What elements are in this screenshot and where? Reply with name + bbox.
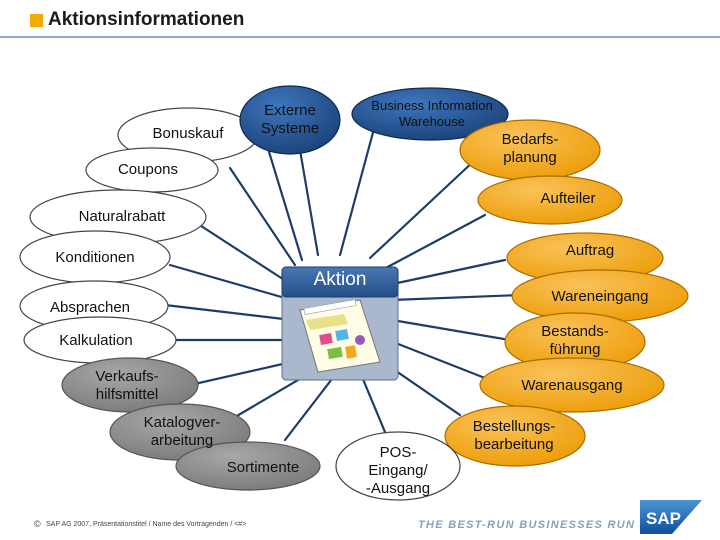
label-coupons: Coupons	[98, 161, 198, 179]
connector-auftrag	[388, 260, 505, 285]
label-verkaufshilfsmittel: Verkaufs- hilfsmittel	[72, 368, 182, 404]
footer-tagline: THE BEST-RUN BUSINESSES RUN SAP	[418, 519, 666, 531]
connector-sortimente	[285, 375, 335, 440]
label-naturalrabatt: Naturalrabatt	[52, 208, 192, 226]
connector-pos	[360, 372, 385, 432]
label-warenausgang: Warenausgang	[512, 377, 632, 395]
label-biw: Business Information Warehouse	[352, 98, 512, 130]
left-nodes	[20, 108, 258, 363]
label-aufteiler: Aufteiler	[518, 190, 618, 208]
footer-copyright: SAP AG 2007, Präsentationstitel / Name d…	[46, 521, 246, 528]
label-kalkulation: Kalkulation	[36, 332, 156, 350]
label-bestellungsbearbeitung: Bestellungs- bearbeitung	[449, 418, 579, 454]
connector-aufteiler	[382, 215, 485, 270]
connector-biw	[340, 125, 375, 255]
connector-bestandsfuehrung	[392, 320, 510, 340]
label-bedarfsplanung: Bedarfs- planung	[475, 131, 585, 167]
label-externe-systeme: Externe Systeme	[248, 102, 332, 138]
label-bonuskauf: Bonuskauf	[133, 125, 243, 143]
label-katalogverarbeitung: Katalogver- arbeitung	[122, 414, 242, 450]
copyright-symbol: ©	[34, 519, 41, 529]
connector-bonuskauf	[266, 142, 302, 260]
label-wareneingang: Wareneingang	[540, 288, 660, 306]
sap-logo: SAP	[640, 500, 702, 534]
label-absprachen: Absprachen	[30, 299, 150, 317]
sap-logo-text: SAP	[646, 509, 681, 528]
label-bestandsfuehrung: Bestands- führung	[510, 323, 640, 359]
label-konditionen: Konditionen	[35, 249, 155, 267]
label-aktion: Aktion	[282, 271, 398, 289]
connector-externe	[300, 150, 318, 255]
connector-absprachen	[165, 305, 292, 320]
connector-wareneingang	[392, 295, 520, 300]
connector-warenausgang	[388, 340, 490, 380]
connector-bedarfsplanung	[370, 160, 475, 258]
label-auftrag: Auftrag	[540, 242, 640, 260]
connector-konditionen	[170, 265, 292, 300]
label-sortimente: Sortimente	[198, 459, 328, 477]
label-pos: POS- Eingang/ -Ausgang	[346, 444, 450, 498]
